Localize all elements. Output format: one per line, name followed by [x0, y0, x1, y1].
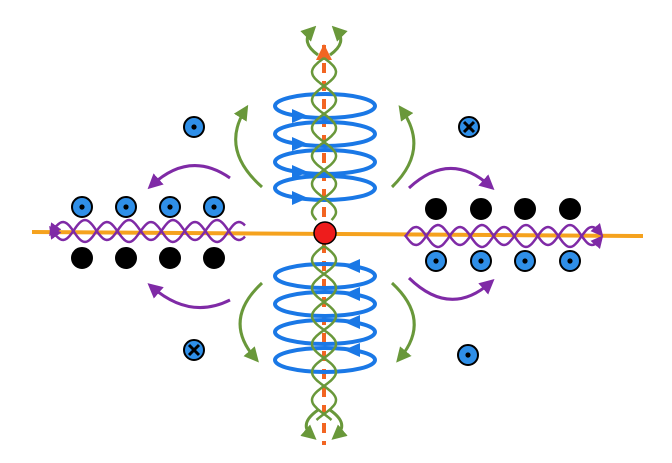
- vertical-helix-strand-d: [310, 244, 338, 421]
- cross-symbol-mark: [518, 202, 532, 216]
- cross-symbol-mark: [119, 251, 133, 265]
- dot-symbol-center: [478, 258, 484, 264]
- coil-loop-icon: [273, 290, 377, 318]
- green-field-arrow-icon: [390, 281, 416, 363]
- purple-field-arrow-icon: [147, 283, 231, 310]
- dot-symbol-center: [79, 204, 85, 210]
- cross-symbol-mark: [207, 251, 221, 265]
- bottom-coil-group: [273, 259, 377, 374]
- coil-arrow-icon: [292, 191, 308, 205]
- dot-symbol-center: [211, 204, 217, 210]
- coil-loop-icon: [273, 120, 377, 148]
- dot-symbol-center: [567, 258, 573, 264]
- purple-field-arrow-icon: [407, 167, 495, 191]
- right-helix-strand-a: [403, 223, 604, 249]
- green-field-arrow-icon: [233, 104, 263, 189]
- cross-symbol-mark: [474, 202, 488, 216]
- coil-loop-icon: [273, 346, 377, 374]
- coil-arrow-icon: [344, 287, 360, 301]
- purple-field-arrow-icon: [147, 164, 231, 190]
- dot-symbol-center: [167, 204, 173, 210]
- vertical-helix-group: [310, 57, 338, 421]
- green-field-arrow-icon: [300, 25, 319, 57]
- field-symbols-group: [71, 116, 581, 366]
- right-helix-strand-b: [403, 223, 604, 249]
- top-coil-group: [273, 92, 377, 205]
- coil-arrow-icon: [292, 109, 308, 123]
- coil-arrow-icon: [344, 343, 360, 357]
- cross-symbol-mark: [163, 251, 177, 265]
- green-field-arrow-icon: [390, 105, 416, 189]
- purple-field-arrows: [147, 164, 495, 310]
- vertical-helix-strand-b: [310, 57, 338, 221]
- vertical-helix-strand-c: [310, 244, 338, 421]
- coil-loop-icon: [273, 318, 377, 346]
- dot-symbol-center: [433, 258, 439, 264]
- horizontal-helix-group: [49, 218, 604, 249]
- dot-symbol-center: [465, 352, 471, 358]
- coil-loop-icon: [273, 262, 377, 290]
- coil-loop-icon: [273, 92, 377, 120]
- horizontal-axis-line: [31, 230, 644, 238]
- cross-symbol-mark: [429, 202, 443, 216]
- green-field-arrow-icon: [300, 408, 319, 440]
- coil-arrow-icon: [344, 315, 360, 329]
- coil-arrow-icon: [344, 259, 360, 273]
- green-field-arrow-icon: [238, 281, 264, 363]
- cross-symbol-mark: [75, 251, 89, 265]
- green-field-arrows: [233, 25, 416, 440]
- left-helix-strand-b: [49, 220, 246, 244]
- center-charge-dot: [313, 221, 337, 245]
- coil-arrow-icon: [292, 137, 308, 151]
- dot-symbol-center: [123, 204, 129, 210]
- cross-symbol-mark: [462, 120, 476, 134]
- cross-symbol-mark: [187, 343, 201, 357]
- vertical-helix-strand-a: [310, 57, 338, 221]
- dot-symbol-center: [522, 258, 528, 264]
- top-axis-arrow-icon: [316, 44, 332, 60]
- cross-symbol-mark: [563, 202, 577, 216]
- green-field-arrow-icon: [329, 408, 348, 440]
- left-helix-strand-a: [49, 218, 246, 242]
- green-field-arrow-icon: [329, 25, 348, 57]
- dot-symbol-center: [191, 124, 197, 130]
- purple-field-arrow-icon: [407, 276, 495, 301]
- coil-arrow-icon: [292, 165, 308, 179]
